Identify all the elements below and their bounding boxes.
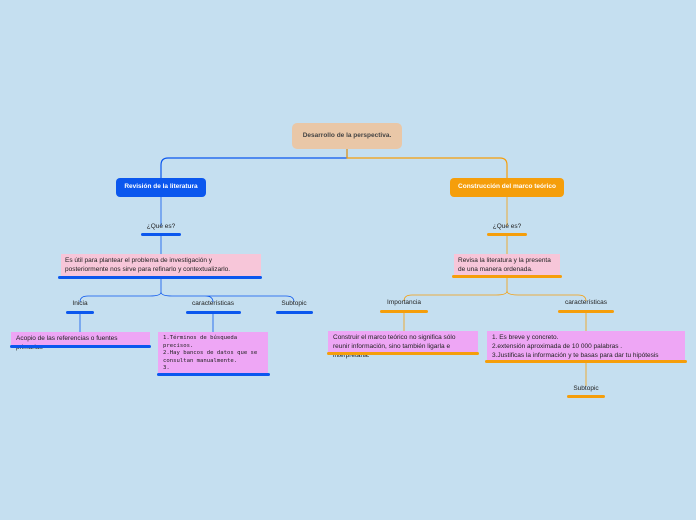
left-caracteristicas-line-2: 2.Hay bancos de datos que se consultan m… — [163, 350, 258, 364]
right-caracteristicas-line-2: 2.extensión aproximada de 10 000 palabra… — [492, 342, 623, 350]
right-question-label[interactable]: ¿Qué es? — [492, 223, 522, 230]
right-child-caracteristicas-label[interactable]: características — [565, 299, 607, 306]
right-caracteristicas-line-3: 3.Justificas la información y te basas p… — [492, 351, 659, 359]
left-answer-underline — [58, 276, 262, 279]
left-inicia-content-underline — [10, 345, 151, 348]
right-caracteristicas-content[interactable]: 1. Es breve y concreto. 2.extensión apro… — [487, 331, 685, 360]
left-answer-text[interactable]: Es útil para plantear el problema de inv… — [61, 254, 261, 278]
right-answer-underline — [452, 275, 562, 278]
right-caracteristicas-content-underline — [485, 360, 687, 363]
right-child-caracteristicas-underline — [558, 310, 614, 313]
right-importancia-content[interactable]: Construir el marco teórico no significa … — [328, 331, 478, 359]
topic-construccion-marco[interactable]: Construcción del marco teórico — [450, 178, 564, 197]
left-caracteristicas-content-underline — [157, 373, 270, 376]
left-caracteristicas-content[interactable]: 1.Términos de búsqueda precisos. 2.Hay b… — [158, 332, 268, 374]
left-child-subtopic-underline — [276, 311, 313, 314]
right-child-importancia-underline — [380, 310, 428, 313]
right-answer-text[interactable]: Revisa la literatura y la presenta de un… — [454, 254, 560, 278]
left-caracteristicas-line-1: 1.Términos de búsqueda precisos. — [163, 335, 238, 349]
left-inicia-content[interactable]: Acopio de las referencias o fuentes prim… — [11, 332, 150, 351]
left-child-subtopic-label[interactable]: Subtopic — [281, 300, 307, 307]
left-child-caracteristicas-underline — [186, 311, 241, 314]
root-topic[interactable]: Desarrollo de la perspectiva. — [292, 123, 402, 149]
left-child-caracteristicas-label[interactable]: características — [192, 300, 234, 307]
right-caracteristicas-line-1: 1. Es breve y concreto. — [492, 334, 559, 341]
right-subtopic-underline — [567, 395, 605, 398]
left-question-underline — [141, 233, 181, 236]
right-question-underline — [487, 233, 527, 236]
left-caracteristicas-line-3: 3. — [163, 365, 170, 372]
right-child-importancia-label[interactable]: Importancia — [387, 299, 421, 306]
right-subtopic-label[interactable]: Subtopic — [573, 385, 599, 392]
topic-revision-literatura[interactable]: Revisión de la literatura — [116, 178, 206, 197]
left-child-inicia-underline — [66, 311, 94, 314]
left-question-label[interactable]: ¿Qué es? — [146, 223, 176, 230]
left-child-inicia-label[interactable]: Inicia — [72, 300, 88, 307]
right-importancia-content-underline — [327, 352, 479, 355]
